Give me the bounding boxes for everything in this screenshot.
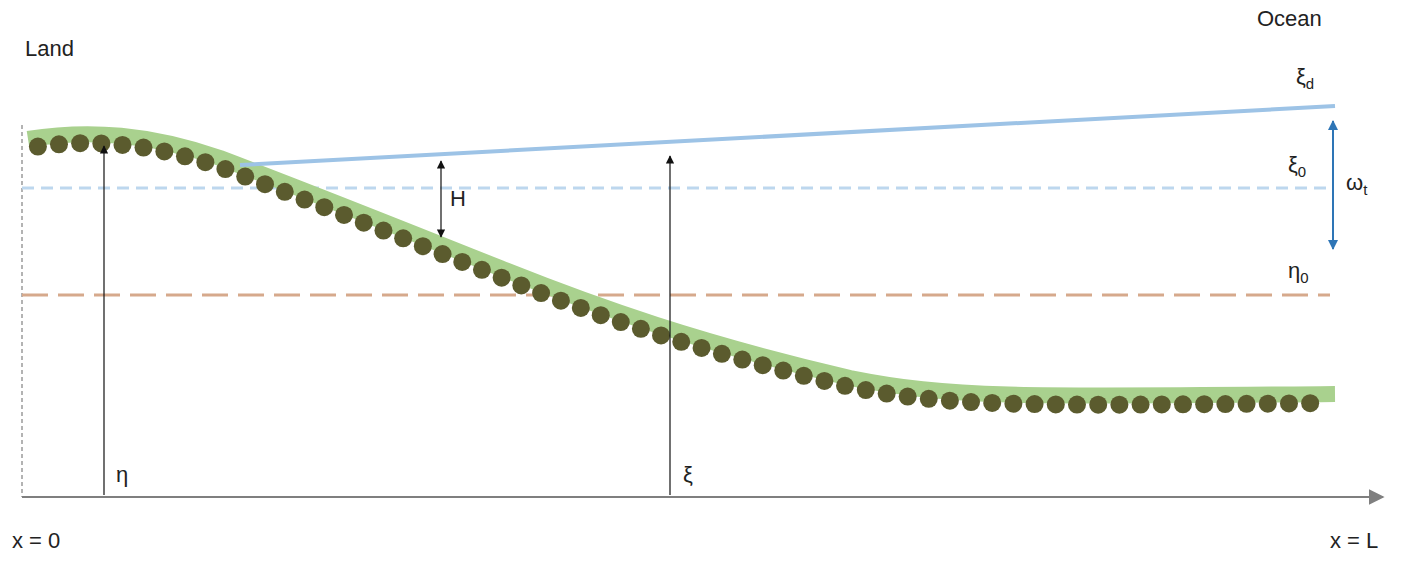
symbol-base: ξ [1288,152,1298,177]
sediment-grain [296,191,314,209]
sediment-grain [176,147,194,165]
sediment-grain [374,222,392,240]
sediment-grain [92,134,110,152]
sediment-grain [815,372,833,390]
level-symbol: ξd [1296,64,1314,90]
sediment-grain [29,138,47,156]
sediment-grain [1089,396,1107,414]
sediment-grain [1280,394,1298,412]
depth-arrow [440,161,441,237]
sediment-grain [612,313,630,331]
sediment-grain [672,333,690,351]
sediment-grain [1026,395,1044,413]
sediment-grain [857,381,875,399]
sediment-grain [1047,395,1065,413]
sediment-grain [335,206,353,224]
water-surface [240,106,1335,165]
axis-label: x = L [1330,528,1378,554]
sediment-grain [71,134,89,152]
axis-label: x = 0 [12,528,60,554]
sediment-grain [1259,395,1277,413]
sediment-grain [1110,396,1128,414]
symbol-subscript: 0 [1300,269,1308,286]
region-label: Ocean [1257,6,1322,32]
sediment-grain [1153,395,1171,413]
sediment-grain [1216,395,1234,413]
sediment-grain [414,237,432,255]
tide-arrow [1332,121,1334,249]
sediment-grain [216,160,234,178]
region-label: Land [25,36,74,62]
symbol-base: η [1288,258,1300,283]
sediment-grain [899,388,917,406]
x-axis [22,496,1383,498]
sediment-grain [1195,395,1213,413]
sediment-grain [983,394,1001,412]
sediment-grain [113,136,131,154]
sediment-grain [155,142,173,160]
sediment-grains [29,134,1319,413]
sediment-grain [276,183,294,201]
sediment-grain [315,198,333,216]
sediment-grain [713,345,731,363]
eta0-level [22,294,1330,297]
sediment-grain [941,392,959,410]
sediment-grain [552,292,570,310]
height-symbol: η [116,462,128,488]
sediment-grain [920,390,938,408]
sediment-grain [1301,394,1319,412]
sediment-grain [795,367,813,385]
sediment-grain [754,356,772,374]
bed-band [28,134,1335,396]
sediment-grain [394,229,412,247]
sediment-grain [135,139,153,157]
sediment-grain [256,175,274,193]
sediment-grain [733,351,751,369]
sediment-grain [512,276,530,294]
symbol-subscript: d [1306,75,1314,92]
xi0-level [22,187,1330,190]
sediment-grain [1174,395,1192,413]
sediment-grain [962,393,980,411]
height-symbol: ξ [683,462,693,488]
symbol-subscript: 0 [1298,163,1306,180]
symbol-subscript: t [1363,181,1367,198]
symbol-base: ω [1346,170,1363,195]
sediment-grain [1238,395,1256,413]
sediment-grain [1068,396,1086,414]
xi-arrow [669,156,670,495]
sediment-grain [836,377,854,395]
level-symbol: ξ0 [1288,152,1306,178]
sediment-grain [473,261,491,279]
sediment-grain [1132,396,1150,414]
sediment-grain [878,385,896,403]
sediment-grain [196,153,214,171]
sediment-grain [236,168,254,186]
sediment-grain [693,339,711,357]
sediment-grain [652,326,670,344]
left-boundary [21,125,23,497]
symbol-base: ξ [1296,64,1306,89]
sediment-grain [572,299,590,317]
range-symbol: ωt [1346,170,1367,196]
sediment-grain [532,284,550,302]
sediment-grain [774,362,792,380]
sediment-grain [632,320,650,338]
sediment-grain [355,214,373,232]
sediment-grain [434,245,452,263]
sediment-grain [592,306,610,324]
level-symbol: η0 [1288,258,1309,284]
sediment-grain [453,253,471,271]
sediment-grain [1004,395,1022,413]
sediment-grain [50,135,68,153]
depth-symbol: H [450,186,466,212]
eta-arrow [103,146,104,495]
sediment-grain [493,269,511,287]
